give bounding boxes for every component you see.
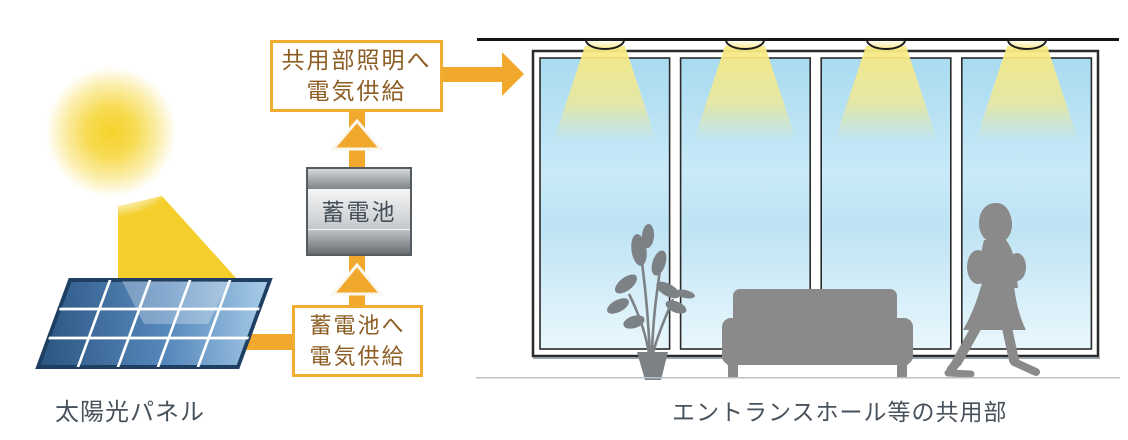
arrow-up-to-battery-icon [329,262,385,296]
downlight-icon [584,39,626,50]
solar-panel-label: 太陽光パネル [55,400,205,426]
solar-generation-scene [25,46,294,369]
downlight-icon [724,39,766,50]
battery-bottom-band [308,229,410,254]
entrance-hall-label: エントランスホール等の共用部 [672,400,1008,425]
battery-label: 蓄電池 [321,199,397,225]
downlights [554,39,1078,140]
light-cone [554,46,656,140]
light-cone [835,46,937,140]
supply-to-lighting-box: 共用部照明へ 電気供給 [270,40,443,112]
arrow-up-to-lighting-icon [329,118,385,151]
flow-arrows [329,52,524,306]
supply-to-lighting-line2: 電気供給 [306,79,407,104]
battery-box: 蓄電池 [306,167,412,256]
panel-to-box-connector [238,334,294,350]
battery-top-band [308,169,410,191]
arrow-right-to-building-icon [443,52,524,96]
ceiling-line [477,38,1119,41]
supply-to-battery-box: 蓄電池へ 電気供給 [292,305,423,377]
supply-to-lighting-line1: 共用部照明へ [281,48,432,73]
light-cone [694,46,796,140]
light-cone [976,46,1078,140]
person-silhouette-icon [944,203,1040,378]
beam-glare-on-panel [122,281,230,324]
floor-edge-line [476,377,1120,379]
supply-to-battery-line2: 電気供給 [309,344,406,369]
plant-silhouette-icon [607,224,695,380]
sofa-silhouette-icon [722,289,913,378]
supply-to-battery-line1: 蓄電池へ [309,313,406,338]
downlight-icon [1006,39,1048,50]
solar-panel-icon [35,278,273,369]
battery-label-band: 蓄電池 [308,190,410,230]
sun-icon [25,46,197,218]
entrance-hall-illustration [476,38,1120,380]
sunbeam-icon [118,196,236,278]
downlight-icon [865,39,907,50]
